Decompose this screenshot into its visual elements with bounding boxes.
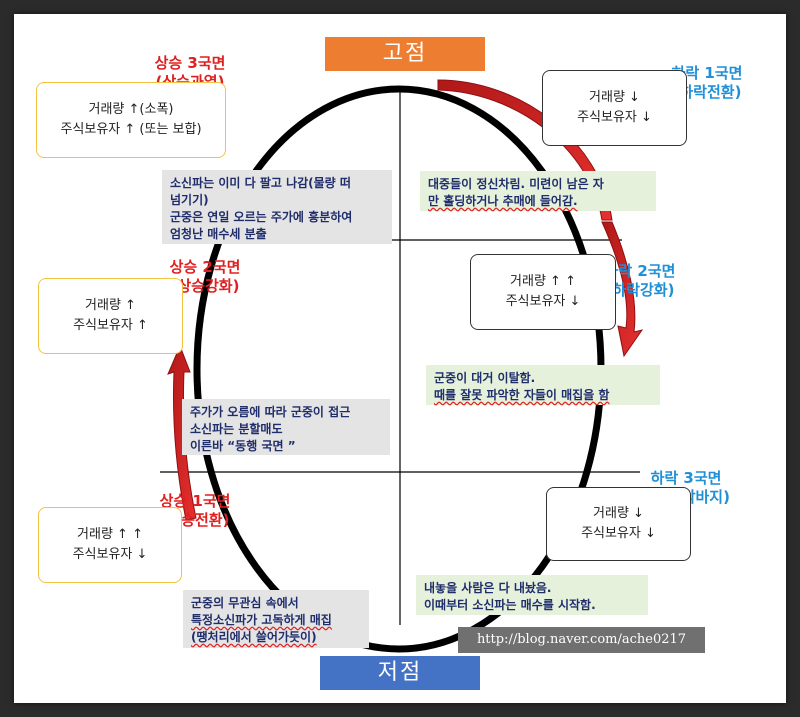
indicator-box-down3: 거래량 ↓ 주식보유자 ↓	[546, 487, 691, 561]
indicator-down1-volume: 거래량 ↓	[589, 90, 640, 105]
trough-label: 저점	[320, 656, 480, 690]
description-up3-line4: 엄청난 매수세 분출	[170, 227, 267, 241]
indicator-box-up1: 거래량 ↑ ↑ 주식보유자 ↓	[38, 507, 182, 583]
phase-title-down1-line1: 하락 1국면	[671, 64, 743, 82]
phase-title-up1-line1: 상승 1국면	[159, 492, 231, 510]
falling-arrow-top	[437, 79, 613, 221]
phase-title-down2-line1: 하락 2국면	[604, 262, 676, 280]
indicator-up1-holders: 주식보유자 ↓	[72, 547, 148, 562]
description-down2-line2: 때를 잘못 파악한 자들이 매집을 함	[434, 388, 610, 402]
phase-title-down2: 하락 2국면 (하락강화)	[585, 262, 695, 300]
phase-title-up2: 상승 2국면 (상승강화)	[150, 258, 260, 296]
indicator-up1-volume: 거래량 ↑ ↑	[77, 527, 143, 542]
indicator-up2-volume: 거래량 ↑	[85, 298, 136, 313]
indicator-up3-holders: 주식보유자 ↑ (또는 보합)	[60, 122, 202, 137]
peak-label: 고점	[325, 37, 485, 71]
description-up3-line2: 넘기기)	[170, 193, 209, 207]
indicator-down2-volume: 거래량 ↑ ↑	[510, 274, 576, 289]
description-up2: 주가가 오름에 따라 군중이 접근 소신파는 분할매도 이른바 “동행 국면 ”	[182, 399, 390, 455]
description-down3-line2: 이때부터 소신파는 매수를 시작함.	[424, 598, 596, 612]
description-up2-line2: 소신파는 분할매도	[190, 422, 283, 436]
source-url-watermark: http://blog.naver.com/ache0217	[458, 627, 705, 653]
phase-title-up3-line1: 상승 3국면	[154, 54, 226, 72]
indicator-box-down2: 거래량 ↑ ↑ 주식보유자 ↓	[470, 254, 616, 330]
description-up1-line1: 군중의 무관심 속에서	[191, 596, 299, 610]
phase-title-up2-line2: (상승강화)	[170, 277, 240, 295]
indicator-down2-holders: 주식보유자 ↓	[505, 294, 581, 309]
description-up2-line1: 주가가 오름에 따라 군중이 접근	[190, 405, 351, 419]
indicator-down3-holders: 주식보유자 ↓	[581, 526, 656, 541]
indicator-box-down1: 거래량 ↓ 주식보유자 ↓	[542, 70, 687, 146]
description-up3: 소신파는 이미 다 팔고 나감(물량 떠 넘기기) 군중은 연일 오르는 주가에…	[162, 170, 392, 244]
indicator-down1-holders: 주식보유자 ↓	[577, 110, 652, 125]
description-down1-line2: 만 홀딩하거나 추매에 들어감.	[428, 194, 578, 208]
description-down1: 대중들이 정신차림. 미련이 남은 자 만 홀딩하거나 추매에 들어감.	[420, 171, 656, 211]
phase-title-down2-line2: (하락강화)	[605, 281, 675, 299]
indicator-up2-holders: 주식보유자 ↑	[73, 318, 148, 333]
description-up1-line2: 특정소신파가 고독하게 매집	[191, 613, 332, 627]
description-up2-line3: 이른바 “동행 국면 ”	[190, 439, 296, 453]
description-up3-line3: 군중은 연일 오르는 주가에 흥분하여	[170, 210, 353, 224]
phase-title-down1: 하락 1국면 (하락전환)	[652, 64, 762, 102]
falling-arrow-right	[601, 221, 644, 358]
indicator-down3-volume: 거래량 ↓	[593, 506, 644, 521]
indicator-box-up3: 거래량 ↑(소폭) 주식보유자 ↑ (또는 보합)	[36, 82, 226, 158]
description-up1: 군중의 무관심 속에서 특정소신파가 고독하게 매집 (땡처리에서 쓸어가듯이)	[183, 590, 369, 648]
phase-title-up2-line1: 상승 2국면	[169, 258, 241, 276]
description-down1-line1: 대중들이 정신차림. 미련이 남은 자	[428, 177, 604, 191]
indicator-up3-volume: 거래량 ↑(소폭)	[88, 102, 174, 117]
description-down3-line1: 내놓을 사람은 다 내놨음.	[424, 581, 552, 595]
description-down3: 내놓을 사람은 다 내놨음. 이때부터 소신파는 매수를 시작함.	[416, 575, 648, 615]
description-down2: 군중이 대거 이탈함. 때를 잘못 파악한 자들이 매집을 함	[426, 365, 660, 405]
phase-title-down3-line1: 하락 3국면	[650, 469, 722, 487]
phase-title-down1-line2: (하락전환)	[672, 83, 742, 101]
description-up1-line3: (땡처리에서 쓸어가듯이)	[191, 630, 317, 644]
description-up3-line1: 소신파는 이미 다 팔고 나감(물량 떠	[170, 176, 351, 190]
indicator-box-up2: 거래량 ↑ 주식보유자 ↑	[38, 278, 183, 354]
description-down2-line1: 군중이 대거 이탈함.	[434, 371, 536, 385]
